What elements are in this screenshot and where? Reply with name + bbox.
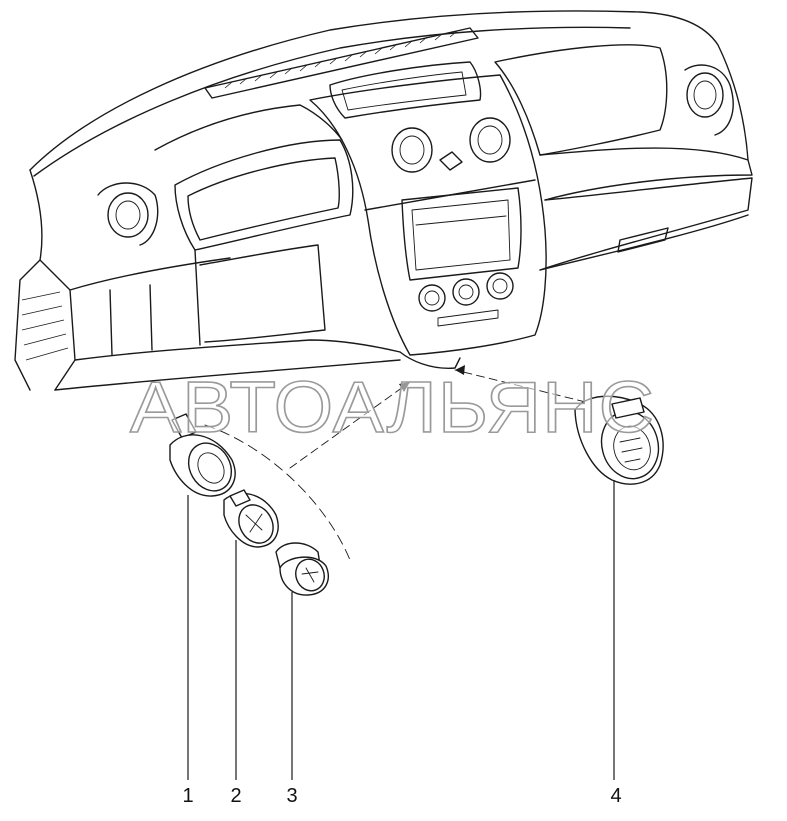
callout-leaders (187, 480, 615, 780)
part-1-socket-housing (169, 413, 236, 497)
callout-number-3: 3 (286, 785, 297, 807)
assembly-arrows (204, 365, 599, 561)
callout-labels: 1 2 3 4 (182, 785, 621, 807)
arrow-head-to-dashboard (399, 382, 410, 392)
callout-number-2: 2 (230, 785, 241, 807)
callout-number-4: 4 (610, 785, 621, 807)
part-3-lighter-plug (275, 542, 329, 596)
watermark-text: АВТОАЛЬЯНС (130, 368, 655, 448)
part-4-power-outlet (574, 395, 664, 485)
arrow-head-from-part-4 (455, 365, 465, 375)
part-2-inner-sleeve (223, 489, 279, 548)
dashboard-illustration (14, 10, 753, 391)
callout-number-1: 1 (182, 785, 193, 807)
